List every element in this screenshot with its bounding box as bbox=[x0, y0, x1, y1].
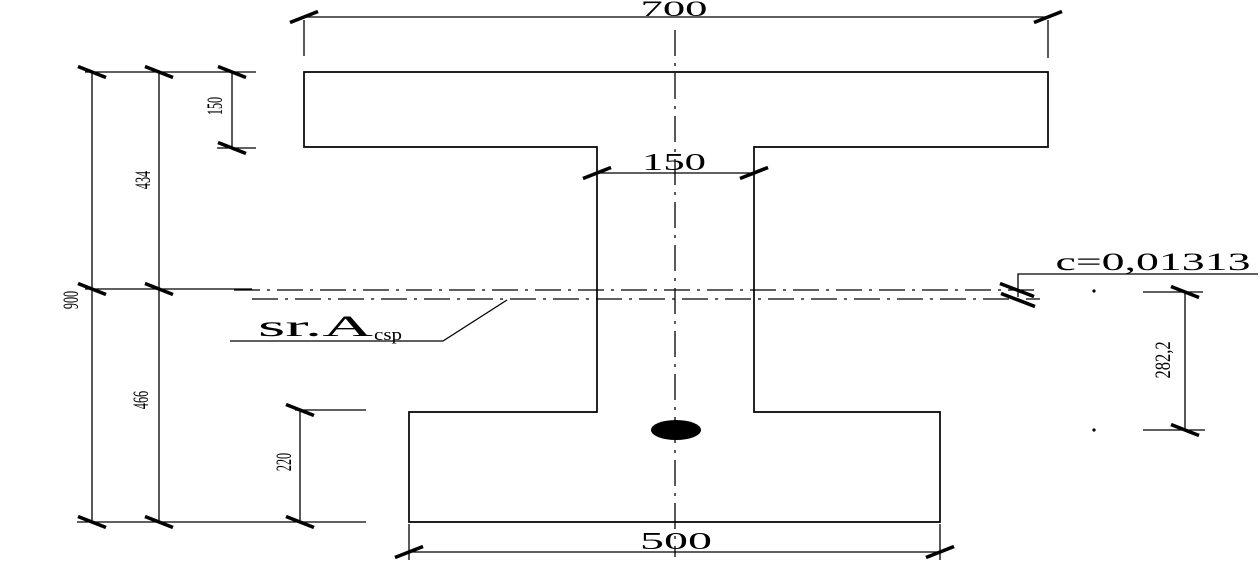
tick-mark bbox=[582, 165, 612, 181]
dim-text-bottom-width: 500 bbox=[640, 529, 712, 555]
tick-mark bbox=[1170, 284, 1200, 300]
dim-text-top-to-axis: 434 bbox=[130, 171, 155, 189]
ext-dot bbox=[1092, 428, 1096, 432]
tick-mark bbox=[77, 281, 107, 297]
reinforcement-label-subscript: csp bbox=[374, 325, 402, 344]
dim-text-top-width: 700 bbox=[641, 0, 708, 21]
tick-mark bbox=[77, 514, 107, 530]
dimension-ticks-horizontal bbox=[289, 9, 1063, 560]
tick-mark bbox=[144, 514, 174, 530]
ext-dot bbox=[1092, 289, 1096, 293]
tick-mark bbox=[394, 544, 424, 560]
axis-end-marks bbox=[999, 281, 1036, 309]
dim-text-web-width: 150 bbox=[642, 150, 706, 176]
tick-mark bbox=[739, 165, 769, 181]
coefficient-label: c=0,01313 bbox=[1056, 249, 1251, 276]
tick-mark bbox=[1000, 291, 1036, 309]
dim-text-total-height: 900 bbox=[58, 291, 83, 309]
dimension-ticks-vertical bbox=[77, 64, 1200, 530]
dim-text-axis-to-tendon: 282,2 bbox=[1152, 341, 1176, 378]
dim-text-axis-to-bottom: 466 bbox=[128, 391, 153, 409]
tick-mark bbox=[285, 402, 315, 418]
tick-mark bbox=[999, 281, 1035, 299]
tick-mark bbox=[217, 140, 247, 156]
dim-text-top-flange-thickness: 150 bbox=[202, 97, 227, 115]
leader-coefficient-label bbox=[1017, 273, 1258, 297]
tendon-ellipse bbox=[651, 420, 701, 440]
reinforcement-label: sr.A bbox=[258, 310, 374, 343]
tick-mark bbox=[144, 64, 174, 80]
leader-reinforcement-label bbox=[230, 299, 508, 342]
tick-mark bbox=[289, 9, 319, 25]
dim-text-bottom-flange-thickness: 220 bbox=[271, 453, 296, 471]
section-outline bbox=[303, 71, 1049, 523]
tick-mark bbox=[217, 64, 247, 80]
tick-mark bbox=[1033, 9, 1063, 25]
tick-mark bbox=[285, 514, 315, 530]
tick-mark bbox=[1170, 422, 1200, 438]
tick-mark bbox=[77, 64, 107, 80]
tick-mark bbox=[144, 281, 174, 297]
tick-mark bbox=[925, 544, 955, 560]
